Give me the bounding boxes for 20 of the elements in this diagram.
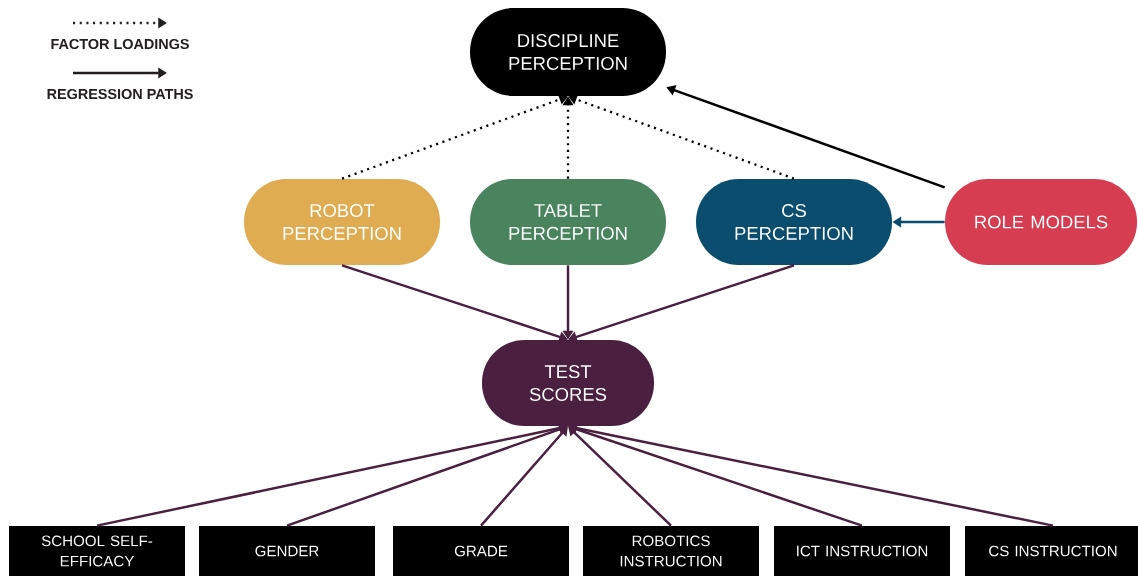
variable-box: CS INSTRUCTION bbox=[965, 526, 1138, 576]
rounded-node: CS PERCEPTION bbox=[696, 179, 892, 265]
arrow bbox=[480, 426, 568, 527]
variable-box: ICT INSTRUCTION bbox=[774, 526, 950, 576]
variable-box: GENDER bbox=[199, 526, 375, 576]
arrow bbox=[568, 264, 795, 343]
variable-box: GRADE bbox=[393, 526, 569, 576]
rounded-node: ROLE MODELS bbox=[945, 179, 1137, 265]
legend-label: FACTOR LOADINGS bbox=[51, 38, 189, 50]
arrow bbox=[286, 424, 568, 527]
rounded-node: TEST SCORES bbox=[482, 340, 654, 426]
rounded-node: ROBOT PERCEPTION bbox=[244, 179, 440, 265]
arrow bbox=[568, 94, 795, 180]
rounded-node: DISCIPLINE PERCEPTION bbox=[470, 8, 666, 96]
legend-label: REGRESSION PATHS bbox=[47, 88, 193, 100]
arrow bbox=[568, 426, 672, 527]
variable-box: ROBOTICS INSTRUCTION bbox=[583, 526, 759, 576]
arrow bbox=[341, 94, 568, 180]
rounded-node: TABLET PERCEPTION bbox=[470, 179, 666, 265]
variable-box: SCHOOL SELF-EFFICACY bbox=[9, 526, 185, 576]
